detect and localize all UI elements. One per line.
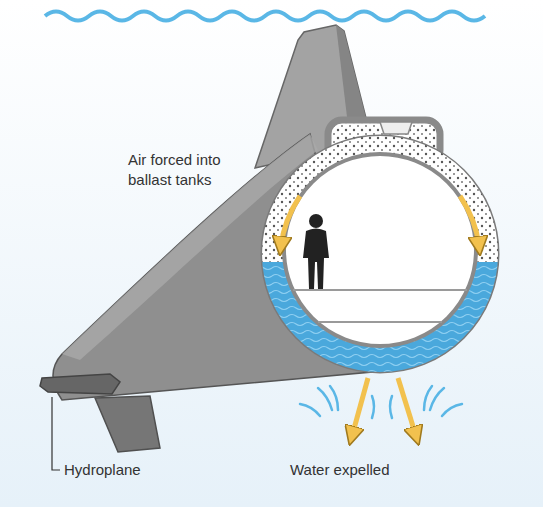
callout-label: Hydroplane <box>64 460 204 480</box>
hatch <box>380 122 412 134</box>
air-arrow <box>460 196 479 246</box>
callout-label: Air forced into ballast tanks <box>128 150 246 190</box>
sea-surface <box>45 12 485 21</box>
hydroplane <box>40 374 120 394</box>
deck <box>293 289 467 291</box>
air-arrow <box>281 196 300 246</box>
splash <box>300 386 462 418</box>
callout-label: Water expelled <box>290 460 440 480</box>
crew-figure <box>303 214 329 289</box>
water-arrow <box>352 378 368 436</box>
water-arrow <box>398 378 416 436</box>
deck <box>318 321 442 323</box>
pressure-hull <box>284 154 476 346</box>
leader-line <box>52 397 60 470</box>
tail-fin <box>95 396 160 452</box>
